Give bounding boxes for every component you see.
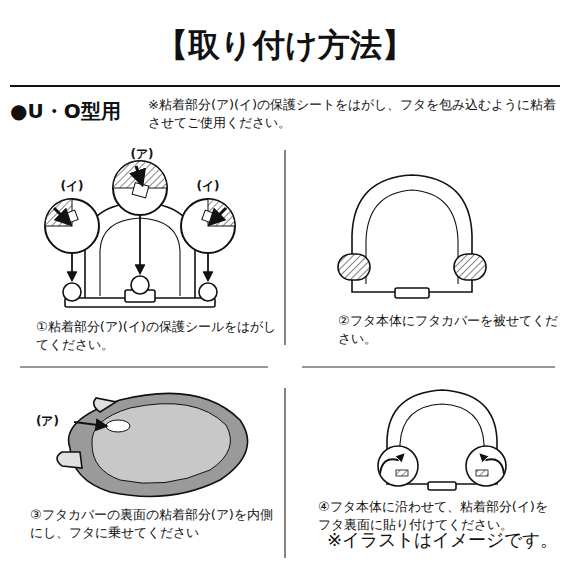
header-rule — [10, 85, 560, 87]
page-title: 【取り付け方法】 — [60, 24, 510, 67]
section-heading: ●U・O型用 — [10, 98, 140, 125]
callout-label: (ア) — [122, 146, 162, 162]
magnified-circle — [45, 161, 235, 253]
target-circle — [63, 276, 217, 301]
step-text: ②フタ本体にフタカバーを被せてください。 — [338, 312, 558, 347]
lid-figure — [378, 390, 506, 490]
callout-label: (イ) — [188, 178, 228, 194]
callout-label: (ア) — [36, 413, 74, 429]
cover-figure — [57, 393, 248, 496]
callout-label: (イ) — [52, 178, 92, 194]
step-text: ③フタカバーの裏面の粘着部分(ア)を内側にし、フタに乗せてください — [30, 506, 282, 541]
lid-figure — [338, 175, 486, 298]
note-text: ※粘着部分(ア)(イ)の保護シートをはがし、フタを包み込むように粘着させてご使用… — [148, 96, 562, 131]
panel-divider — [20, 150, 555, 558]
image-note: ※イラストはイメージです。 — [306, 528, 558, 552]
step-text: ④フタ本体に沿わせて、粘着部分(イ)をフタ裏面に貼り付けてください。 — [318, 498, 558, 533]
step-text: ①粘着部分(ア)(イ)の保護シールをはがしてください。 — [36, 318, 276, 353]
